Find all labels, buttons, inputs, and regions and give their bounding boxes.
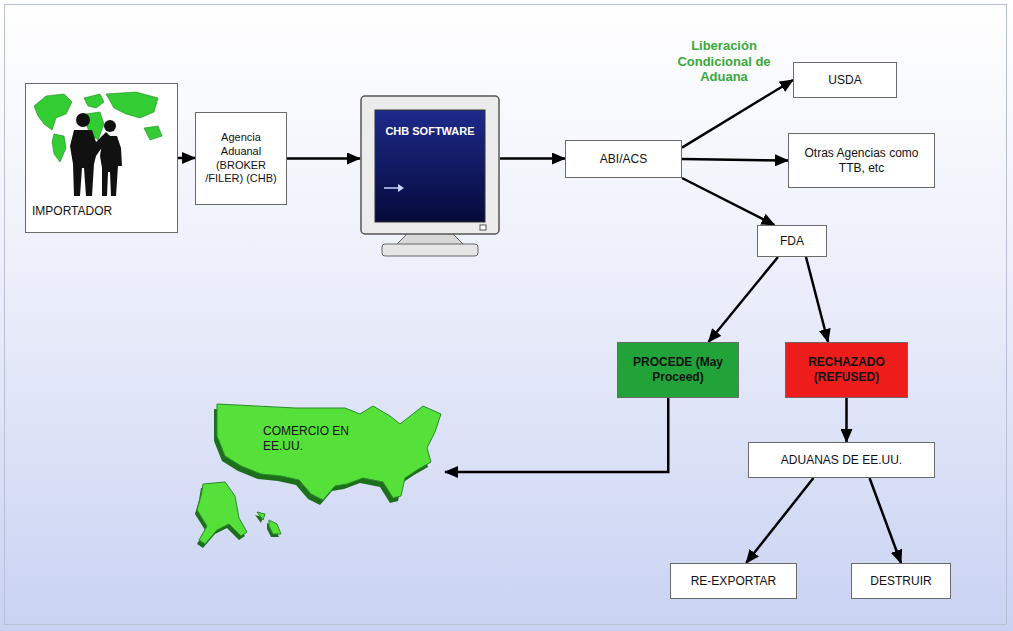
node-text: Otras Agencias como TTB, etc — [789, 144, 934, 178]
flow-arrow — [806, 257, 828, 342]
monitor-illustration — [360, 95, 500, 258]
flow-arrow — [682, 80, 793, 148]
us-map: COMERCIO EN EE.UU. — [195, 400, 445, 548]
flow-arrow — [178, 157, 195, 160]
process-box: ABI/ACS — [565, 140, 682, 178]
flow-arrow — [709, 257, 779, 342]
process-box: Agencia Aduanal (BROKER /FILER) (CHB) — [195, 112, 287, 205]
node-text: IMPORTADOR — [32, 204, 172, 219]
decision-box: RECHAZADO (REFUSED) — [785, 342, 908, 398]
node-text: PROCEDE (May Proceed) — [618, 353, 738, 387]
flow-arrow — [746, 478, 813, 563]
agency-box: USDA — [793, 62, 897, 98]
agency-box: Otras Agencias como TTB, etc — [788, 133, 935, 188]
us-map-outline — [195, 400, 445, 548]
annotation-label: Liberación Condicional de Aduana — [676, 38, 772, 85]
node-text: ADUANAS DE EE.UU. — [776, 451, 907, 470]
flow-arrow — [682, 159, 788, 161]
node-text: FDA — [775, 232, 809, 251]
node-text: CHB SOFTWARE — [375, 125, 485, 139]
flow-arrow — [500, 157, 565, 160]
flow-arrow — [682, 178, 775, 225]
computer-monitor: CHB SOFTWARE — [360, 95, 500, 258]
node-text: ABI/ACS — [595, 150, 652, 169]
node-text: RECHAZADO (REFUSED) — [786, 353, 907, 387]
agency-box: FDA — [757, 225, 827, 257]
node-text: RE-EXPORTAR — [686, 572, 782, 591]
node-text: Agencia Aduanal (BROKER /FILER) (CHB) — [196, 129, 286, 188]
decision-box: PROCEDE (May Proceed) — [617, 342, 739, 398]
outcome-box: RE-EXPORTAR — [670, 563, 797, 599]
outcome-box: DESTRUIR — [851, 563, 951, 599]
flow-arrow — [870, 478, 901, 563]
flow-arrow — [287, 157, 360, 160]
importer-box: IMPORTADOR — [25, 83, 178, 233]
flow-arrow — [845, 398, 848, 442]
flow-arrow — [445, 398, 668, 472]
node-text: USDA — [823, 71, 866, 90]
node-text: COMERCIO EN EE.UU. — [263, 424, 359, 454]
process-box: ADUANAS DE EE.UU. — [748, 442, 935, 478]
node-text: DESTRUIR — [865, 572, 936, 591]
